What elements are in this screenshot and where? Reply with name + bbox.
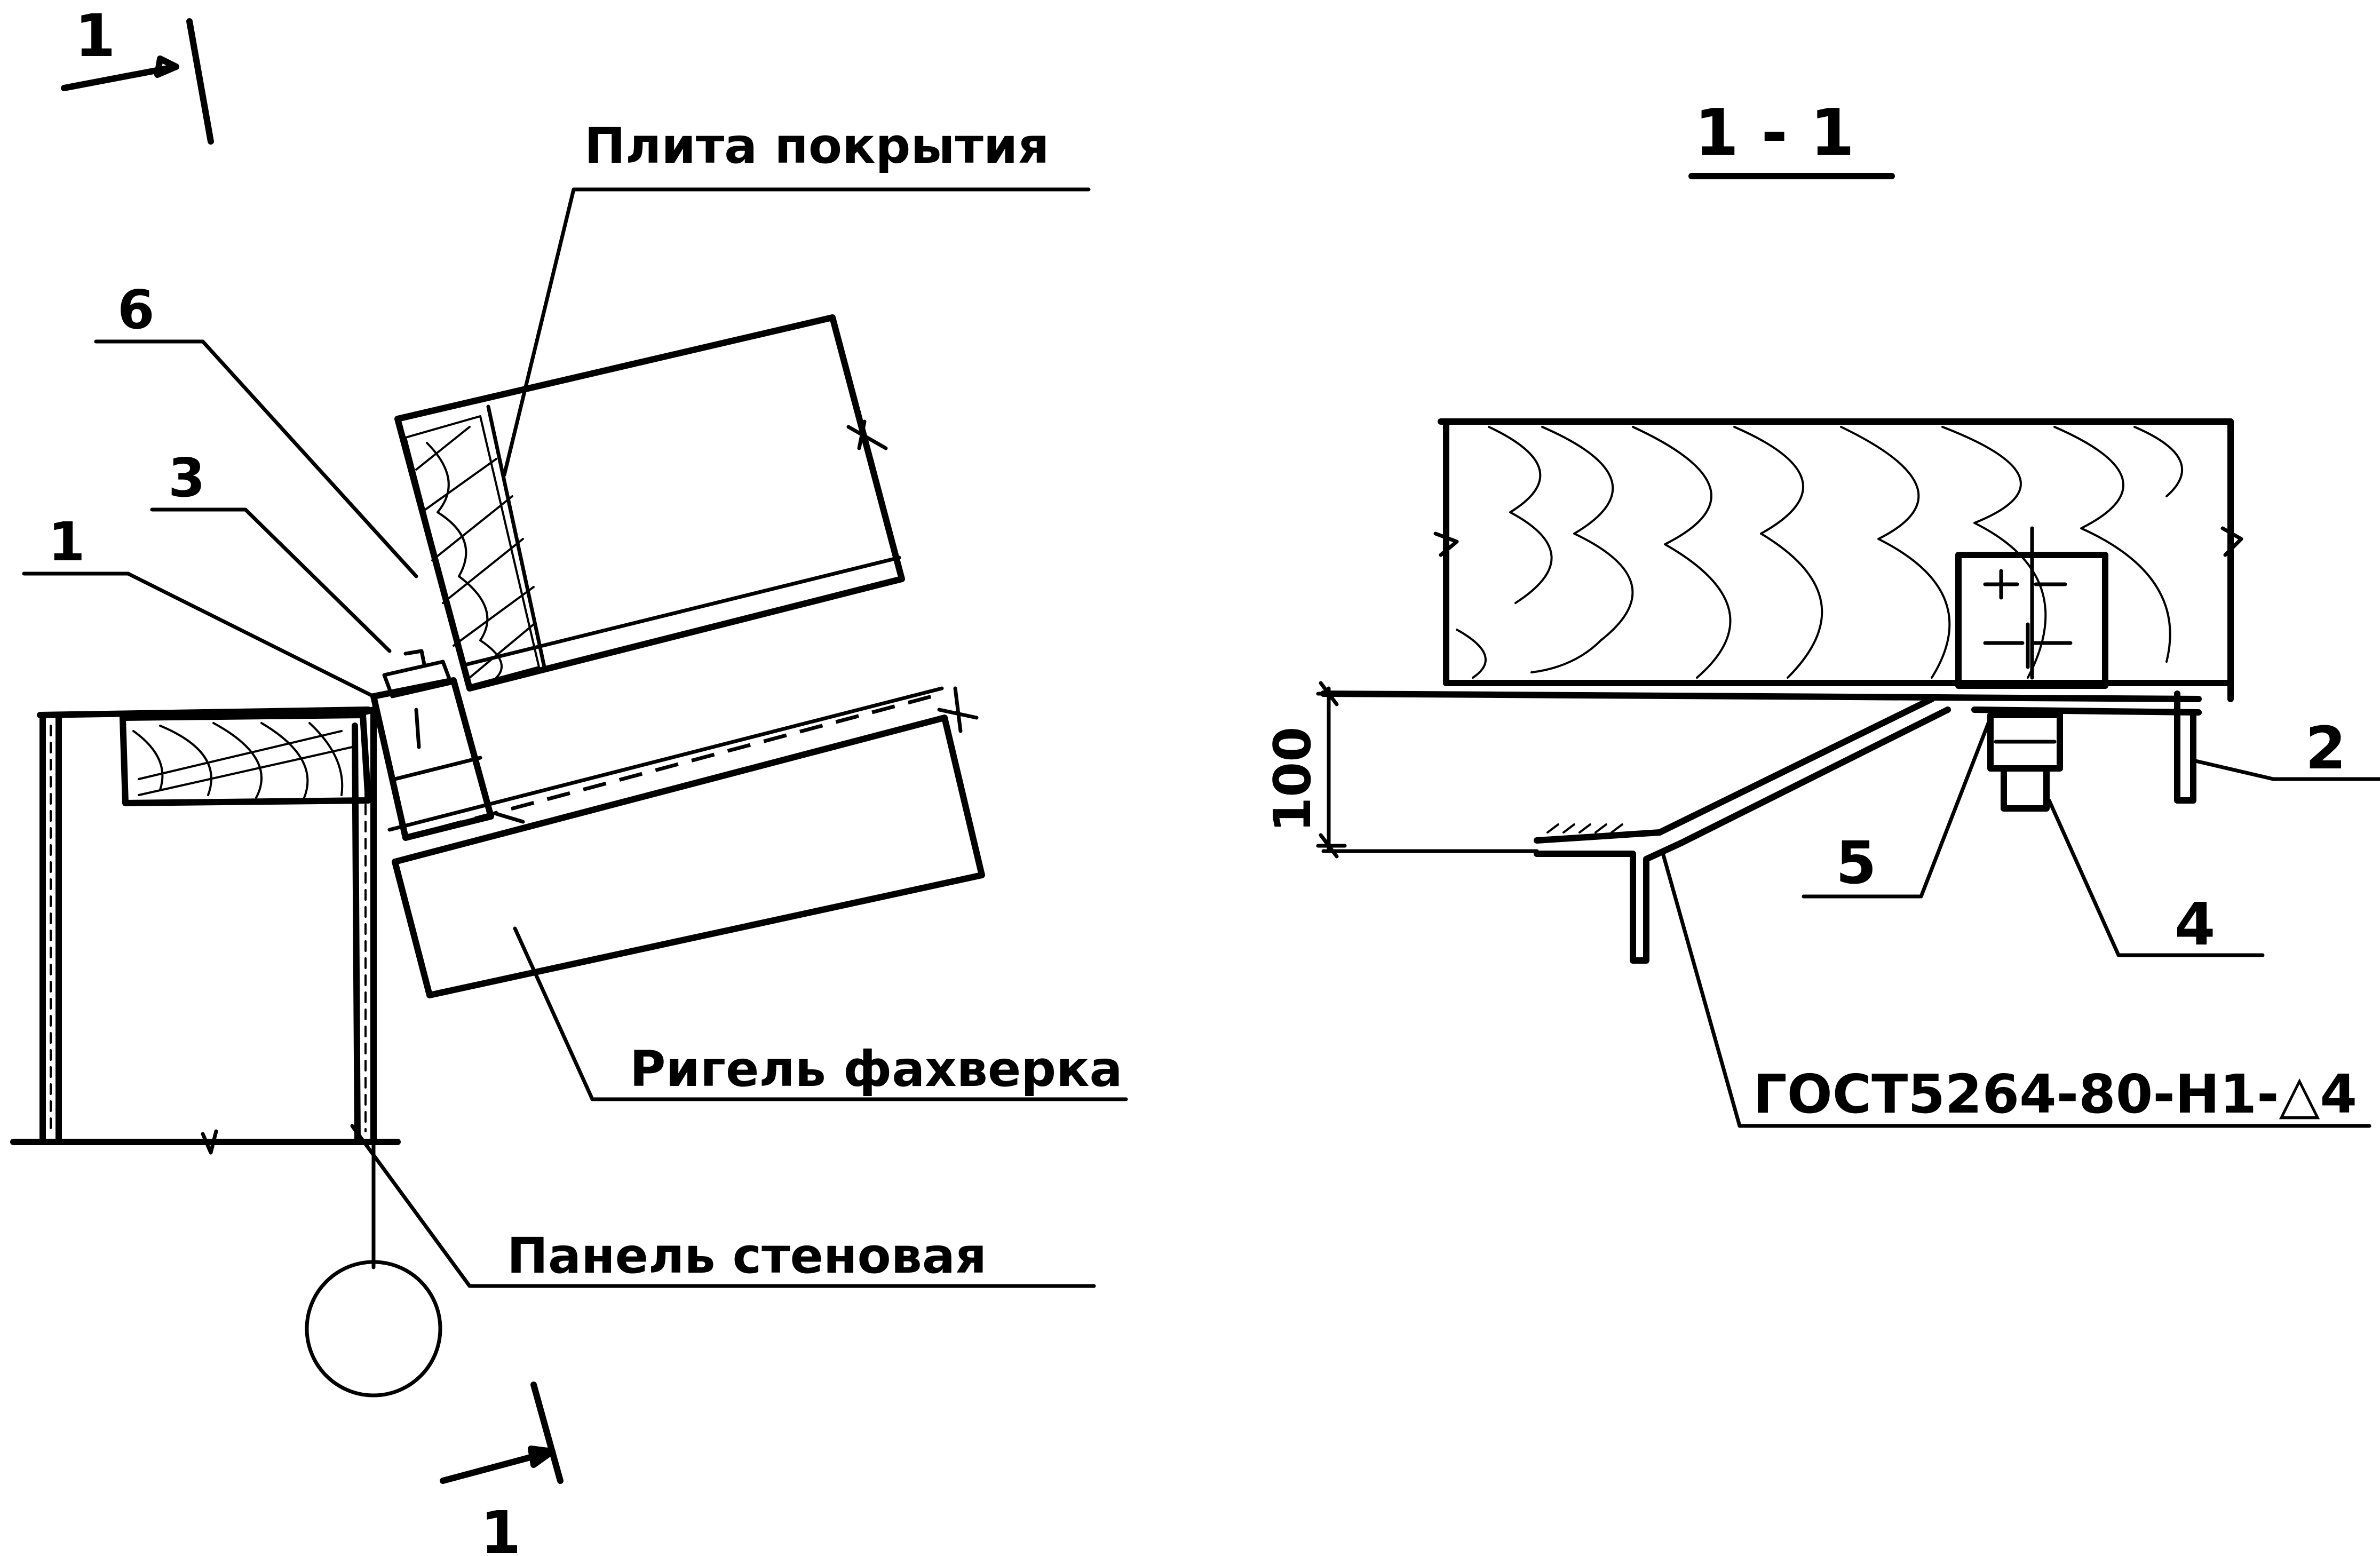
section-title: 1 - 1 [1694, 96, 1854, 170]
dimension-100: 100 [1264, 681, 1539, 859]
section-1-1-detail: 1 - 1 [1264, 96, 2380, 1128]
clamp-bracket [370, 649, 525, 841]
callout-6: 6 [117, 279, 155, 341]
section-cut-mark-bottom: 1 [440, 1382, 564, 1556]
weld-note: ГОСТ5264-80-Н1-△4 [1753, 1063, 2357, 1125]
callout-5: 5 [1836, 829, 1877, 897]
break-mark [201, 1129, 218, 1155]
wall-panel-right [349, 706, 377, 1145]
girt-beam [387, 686, 985, 998]
grid-axis-marker [305, 1140, 442, 1398]
callout-4: 4 [2175, 890, 2216, 958]
leader-lines-left [22, 187, 1128, 1288]
section-mark-top-label: 1 [75, 2, 116, 70]
bolt-nut [1987, 712, 2063, 812]
label-wall-panel: Панель стеновая [507, 1227, 987, 1284]
inclined-strap [1534, 696, 1951, 964]
label-roof-slab: Плита покрытия [584, 117, 1049, 174]
callout-2: 2 [2305, 714, 2346, 782]
roof-slab [394, 314, 905, 692]
callout-3: 3 [168, 447, 205, 509]
left-node-detail: 1 [10, 2, 1128, 1556]
leader-lines-right [1660, 716, 2380, 1128]
wall-panel-left [37, 706, 371, 1145]
section-mark-bottom-label: 1 [480, 1498, 521, 1556]
label-girt: Ригель фахверка [630, 1041, 1123, 1098]
fastening-plate [1955, 526, 2108, 689]
callout-1: 1 [48, 511, 85, 573]
dimension-100-label: 100 [1264, 727, 1322, 832]
section-cut-mark-top: 1 [61, 2, 214, 145]
timber-beam [1433, 418, 2243, 702]
steel-angle-flange [1320, 690, 2202, 804]
